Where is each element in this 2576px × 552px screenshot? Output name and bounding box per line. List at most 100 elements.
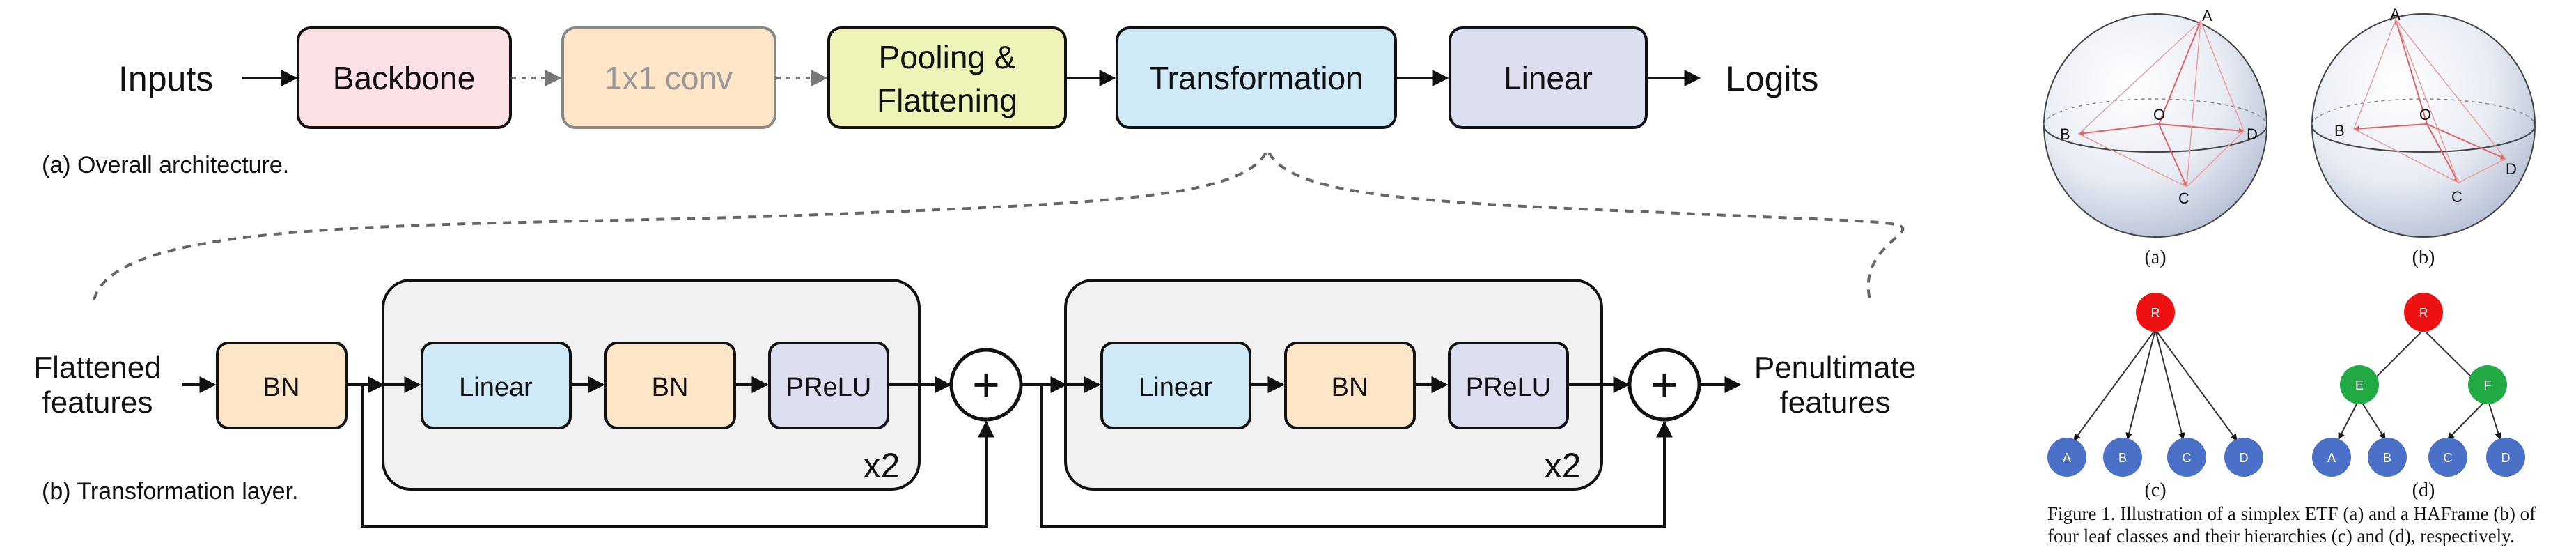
sphere-b-vector-c [2426,123,2459,183]
sphere-b-vector-a [2394,19,2428,125]
sphere-a-point-o: O [2153,106,2165,123]
sphere-a-edges [2077,20,2245,187]
residual-add-1-symbol: + [972,358,1000,411]
tree-c-edge [2155,329,2185,440]
sphere-b-label: (b) [2412,247,2435,268]
overall-architecture-caption: (a) Overall architecture. [42,152,289,178]
bn-label: BN [263,373,300,402]
sphere-b: A B O C D (b) [2311,6,2536,268]
block1-prelu-label: PReLU [786,373,872,402]
residual-add-2-symbol: + [1650,358,1678,411]
backbone-label: Backbone [333,60,476,96]
tree-d-caption: (d) [2412,480,2435,501]
sphere-b-edges [2353,18,2507,183]
sphere-b-vector-d [2426,123,2506,160]
tree-c-edge [2155,329,2238,441]
tree-c-root-node [2136,293,2175,332]
linear-label: Linear [1504,60,1593,96]
sphere-b-body [2311,13,2536,238]
block2-prelu-box [1448,342,1569,429]
bn-box [216,342,348,429]
tree-c-leaf-node [2103,438,2142,477]
tree-d-leaf-node [2486,438,2525,477]
skip-connection-1 [361,385,994,528]
overall-architecture: Inputs Backbone 1x1 conv Pooling & Flatt… [42,26,1905,300]
tree-c: R A B C D (c) [2047,293,2263,501]
transformation-label: Transformation [1149,60,1364,96]
inputs-label: Inputs [118,59,213,98]
block2-linear-label: Linear [1139,373,1212,402]
sphere-a-point-d: D [2247,125,2258,143]
tree-d-leaf-node [2368,438,2407,477]
tree-d-leaf-label: C [2444,451,2453,465]
block1-prelu-box [768,342,889,429]
tree-d-leaf-node [2428,438,2467,477]
zoom-brace [93,146,1905,300]
residual-add-1 [949,348,1023,422]
block1-linear-box [421,342,572,429]
sphere-b-equator-back [2311,98,2536,126]
sphere-a-vector-c [2158,123,2187,187]
sphere-a-equator-back [2043,98,2267,126]
sphere-a-equator-front [2043,125,2267,153]
tree-c-root-label: R [2151,306,2160,320]
tree-c-leaf-label: B [2118,451,2127,465]
tree-d-mid-node [2468,365,2507,404]
penultimate-features-line1: Penultimate [1754,351,1916,385]
transformation-layer: Flattened features BN Linear BN PReLU x2… [33,279,1916,528]
block2-prelu-label: PReLU [1466,373,1552,402]
figure1-panel: A B O C D (a) A B O C D (b) [2043,6,2536,546]
sphere-a-vector-a [2158,20,2202,125]
tree-d-leaf-label: A [2327,451,2336,465]
block2-linear-box [1100,342,1251,429]
figure1-caption-line1: Figure 1. Illustration of a simplex ETF … [2047,503,2536,524]
sphere-a-point-b: B [2060,125,2070,143]
block1-linear-label: Linear [459,373,533,402]
penultimate-features-line2: features [1780,385,1891,420]
tree-d-edge [2359,398,2386,440]
tree-c-edge [2125,329,2156,440]
pooling-label-line1: Pooling & [879,39,1016,75]
tree-d-root-node [2404,293,2443,332]
logits-label: Logits [1726,59,1818,98]
sphere-b-point-o: O [2419,106,2431,123]
block1-bn-box [604,342,736,429]
sphere-a-body [2043,13,2267,238]
backbone-box [297,26,512,129]
tree-d-root-label: R [2419,306,2428,320]
tree-d-edge [2371,329,2424,383]
sphere-a: A B O C D (a) [2043,7,2267,268]
sphere-b-point-c: C [2451,188,2462,206]
sphere-a-vector-b [2078,123,2160,137]
transformation-box [1116,26,1397,129]
tree-d-leaf-label: B [2383,451,2391,465]
sphere-a-point-a: A [2202,7,2212,24]
block2-repeat: x2 [1545,446,1582,485]
tree-d-leaf-node [2312,438,2351,477]
tree-c-leaf-label: A [2063,451,2071,465]
tree-d: R E F A B C D (d) [2312,293,2525,501]
tree-d-mid-node [2340,365,2379,404]
tree-c-leaf-node [2047,438,2086,477]
tree-d-mid-label: E [2355,378,2364,392]
tree-c-edge [2073,329,2156,441]
sphere-a-vector-d [2158,123,2245,134]
tree-d-mid-label: F [2484,378,2492,392]
residual-add-2 [1627,348,1701,422]
block2-bn-label: BN [1332,373,1368,402]
pooling-label-line2: Flattening [877,82,1017,118]
tree-d-leaf-label: D [2501,451,2511,465]
tree-d-edge [2338,398,2360,440]
sphere-a-point-c: C [2178,190,2189,207]
sphere-b-vector-b [2353,123,2428,132]
sphere-b-point-b: B [2334,122,2345,139]
block1-repeat: x2 [864,446,900,485]
tree-c-leaf-label: C [2183,451,2192,465]
tree-c-leaf-label: D [2240,451,2249,465]
tree-c-caption: (c) [2144,480,2166,501]
sphere-b-equator-front [2311,125,2536,153]
tree-d-edge [2487,398,2502,440]
pooling-box [827,26,1067,129]
skip-connection-2 [1040,385,1673,528]
